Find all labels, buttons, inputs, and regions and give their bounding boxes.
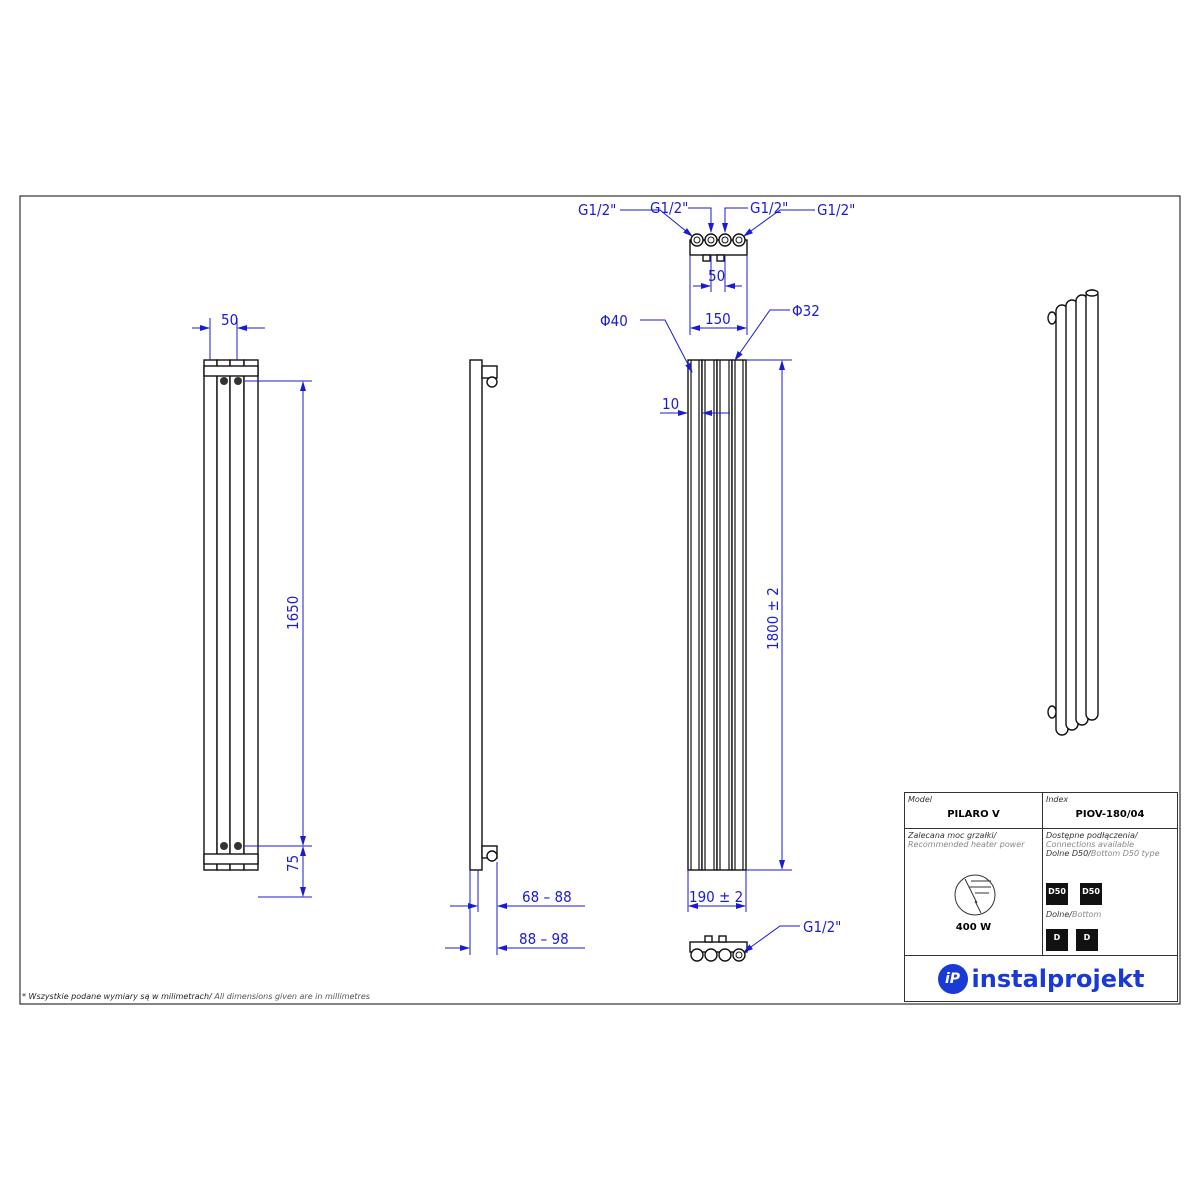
conn-bottom-en: Bottom <box>1071 910 1102 919</box>
conn-label-pl: Dostępne podłączenia/ <box>1046 831 1138 840</box>
power-value: 400 W <box>955 922 992 933</box>
bottom-view <box>689 925 800 962</box>
model-label: Model <box>908 795 933 804</box>
conn-label-en: Connections available <box>1046 840 1135 849</box>
top-view <box>620 207 815 335</box>
isometric-view <box>1047 289 1099 736</box>
brand-name: instalprojekt <box>971 964 1145 993</box>
side-view <box>445 359 585 955</box>
dim-gap: 10 <box>662 395 679 413</box>
badge-d50-1: D50 <box>1046 883 1068 905</box>
front-view-dimensioned <box>640 309 792 912</box>
label-connection-bottom: G1/2" <box>803 918 841 936</box>
dim-tube-outer: Φ40 <box>600 312 628 330</box>
badge-d-2: D <box>1076 929 1098 951</box>
dim-top-spacing: 50 <box>708 267 725 285</box>
dim-wall-distance-2: 88 – 98 <box>519 930 569 948</box>
dim-total-width: 150 <box>705 310 731 328</box>
dim-bottom-offset: 75 <box>284 855 302 872</box>
title-block: Model PILARO V Index PIOV-180/04 Zalecan… <box>904 792 1178 1002</box>
conn-bottom-pl: Dolne/ <box>1046 910 1072 919</box>
model-value: PILARO V <box>947 809 1000 820</box>
brand-icon: iP <box>937 963 968 994</box>
brand-logo: iP instalprojekt <box>905 956 1177 1001</box>
conn-d50-en: Bottom D50 type <box>1090 849 1160 858</box>
dim-mount-spacing: 1650 <box>284 596 302 630</box>
badge-d50-2: D50 <box>1080 883 1102 905</box>
power-label-pl: Zalecana moc grzałki/ <box>908 831 997 840</box>
power-label-en: Recommended heater power <box>908 840 1025 849</box>
heater-icon <box>954 874 996 916</box>
badge-d-1: D <box>1046 929 1068 951</box>
dim-width-tolerance: 190 ± 2 <box>689 888 743 906</box>
dim-tube-inner: Φ32 <box>792 302 820 320</box>
drawing-frame <box>19 195 1181 1005</box>
dim-wall-distance-1: 68 – 88 <box>522 888 572 906</box>
dim-height: 1800 ± 2 <box>764 587 782 650</box>
conn-d50-pl: Dolne D50/ <box>1046 849 1091 858</box>
label-connection-3: G1/2" <box>750 199 788 217</box>
label-connection-2: G1/2" <box>650 199 688 217</box>
index-label: Index <box>1046 795 1069 804</box>
front-view <box>192 318 312 898</box>
index-value: PIOV-180/04 <box>1075 809 1145 820</box>
footnote: * Wszystkie podane wymiary są w milimetr… <box>22 992 370 1001</box>
footnote-en: All dimensions given are in millimetres <box>211 992 370 1001</box>
dim-front-width: 50 <box>221 311 238 329</box>
label-connection-1: G1/2" <box>578 201 616 219</box>
footnote-pl: * Wszystkie podane wymiary są w milimetr… <box>22 992 212 1001</box>
label-connection-4: G1/2" <box>817 201 855 219</box>
